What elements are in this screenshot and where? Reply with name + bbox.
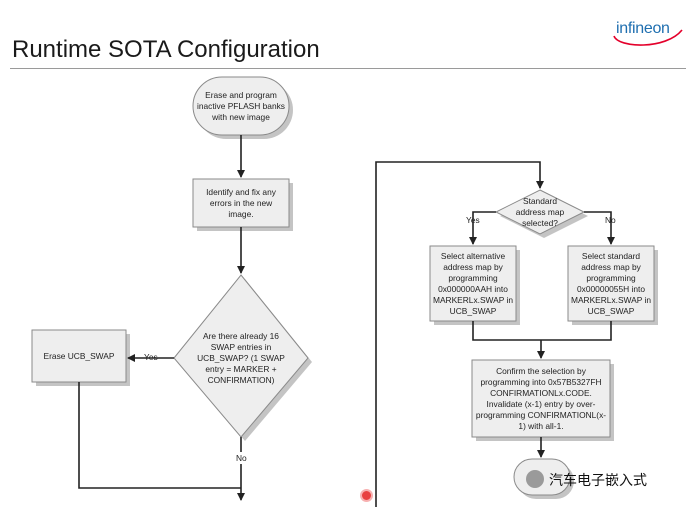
no-label-map: No bbox=[605, 215, 616, 225]
no-label-down: No bbox=[236, 453, 247, 463]
logo-text: infineon bbox=[616, 20, 670, 37]
yes-label-map: Yes bbox=[466, 215, 480, 225]
title-rule bbox=[10, 68, 686, 69]
map-decision-text: Standard address map selected? bbox=[515, 195, 565, 228]
arrow-yes-to-alt bbox=[469, 211, 496, 245]
select-std-box bbox=[567, 245, 655, 322]
confirm-box bbox=[471, 359, 611, 438]
wechat-badge-icon bbox=[526, 470, 544, 488]
line-alt-merge bbox=[472, 321, 612, 341]
logo-swoosh bbox=[613, 29, 683, 46]
swap-decision-text: Are there already 16 SWAP entries in UCB… bbox=[197, 330, 285, 385]
yes-label-erase: Yes bbox=[144, 352, 158, 362]
slide-title: Runtime SOTA Configuration bbox=[12, 36, 320, 63]
identify-box-text: Identify and fix any errors in the new i… bbox=[206, 186, 276, 219]
start-terminal-text: Erase and program inactive PFLASH banks … bbox=[197, 89, 285, 122]
erase-box bbox=[31, 329, 127, 383]
pointer-dot-icon bbox=[360, 489, 373, 502]
arrow-no-to-std bbox=[584, 211, 615, 245]
select-std-text: Select standard address map by programmi… bbox=[570, 250, 652, 316]
infineon-logo bbox=[613, 29, 683, 46]
select-alt-text: Select alternative address map by progra… bbox=[432, 250, 514, 316]
arrow-loop-to-map-decision bbox=[375, 161, 544, 507]
watermark-text: 汽车电子嵌入式 bbox=[549, 473, 647, 489]
select-alt-box bbox=[429, 245, 517, 322]
map-decision-diamond bbox=[494, 189, 586, 235]
identify-box bbox=[192, 178, 290, 228]
line-erase-loop bbox=[78, 382, 241, 489]
confirm-box-text: Confirm the selection by programming int… bbox=[475, 365, 607, 431]
erase-box-text: Erase UCB_SWAP bbox=[43, 350, 115, 361]
